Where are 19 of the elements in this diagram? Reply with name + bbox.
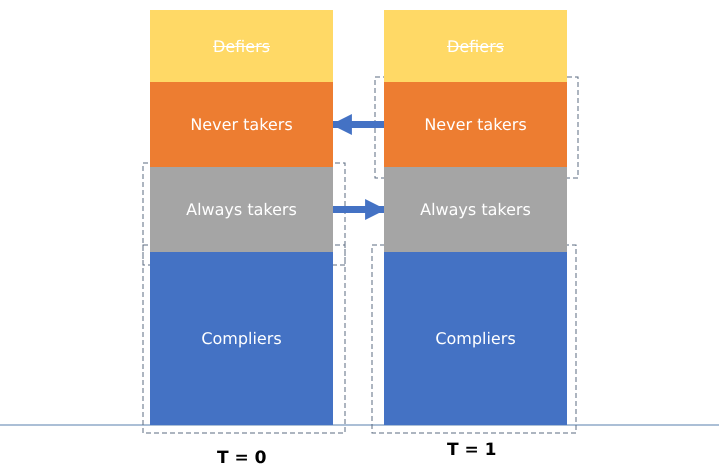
bar-segment xyxy=(384,252,567,425)
segment-label: Compliers xyxy=(201,329,282,348)
bar-segment xyxy=(150,10,333,82)
bar-segment xyxy=(384,167,567,252)
segment-label: Defiers xyxy=(213,36,270,56)
bar-segment xyxy=(384,82,567,167)
segment-label: Always takers xyxy=(420,200,531,219)
bar-segment xyxy=(150,82,333,167)
time-label: T = 1 xyxy=(447,440,497,460)
time-label: T = 0 xyxy=(217,448,267,468)
segment-label: Never takers xyxy=(424,115,527,134)
segment-label: Always takers xyxy=(186,200,297,219)
bar-segment xyxy=(150,252,333,425)
segment-label: Defiers xyxy=(447,36,504,56)
segment-label: Compliers xyxy=(435,329,516,348)
arrow xyxy=(333,199,386,220)
bar-segment xyxy=(384,10,567,82)
bar-segment xyxy=(150,167,333,252)
segment-label: Never takers xyxy=(190,115,293,134)
